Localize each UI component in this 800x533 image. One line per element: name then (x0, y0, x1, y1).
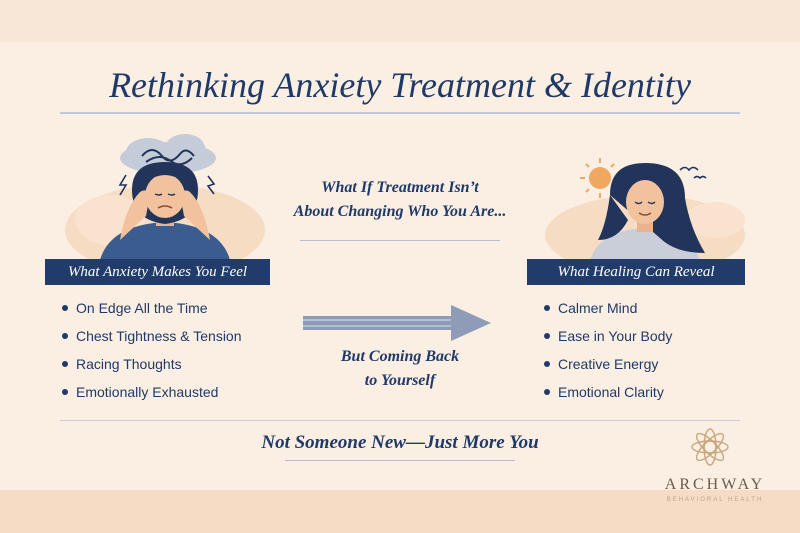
list-item: Racing Thoughts (62, 350, 242, 378)
tagline: Not Someone New—Just More You (261, 432, 539, 453)
page-title: Rethinking Anxiety Treatment & Identity (109, 65, 691, 105)
anxious-person-illustration (65, 134, 265, 260)
list-item: Chest Tightness & Tension (62, 322, 242, 350)
healing-reveals-list: Calmer Mind Ease in Your Body Creative E… (544, 294, 672, 406)
bullet-icon (62, 389, 68, 396)
list-item: Emotional Clarity (544, 378, 672, 406)
right-banner: What Healing Can Reveal (527, 259, 745, 285)
storm-cloud-icon (118, 134, 216, 196)
calm-person-illustration (545, 158, 745, 260)
bullet-icon (62, 361, 68, 368)
birds-icon (679, 166, 707, 180)
bullet-icon (544, 305, 550, 312)
bullet-icon (62, 333, 68, 340)
bottom-divider (60, 420, 740, 421)
title-divider (60, 112, 740, 114)
list-item: Creative Energy (544, 350, 672, 378)
archway-flower-logo (691, 428, 729, 466)
list-item: Emotionally Exhausted (62, 378, 242, 406)
bullet-icon (544, 361, 550, 368)
center-question: What If Treatment Isn’t About Changing W… (293, 179, 507, 220)
list-item: Ease in Your Body (544, 322, 672, 350)
bullet-icon (544, 333, 550, 340)
list-item: Calmer Mind (544, 294, 672, 322)
bottom-band (0, 490, 800, 533)
brand-subtitle: BEHAVIORAL HEALTH (666, 497, 764, 503)
sun-icon (580, 158, 620, 198)
top-band (0, 0, 800, 42)
center-divider (300, 240, 500, 241)
list-item: On Edge All the Time (62, 294, 242, 322)
bullet-icon (62, 305, 68, 312)
arrow-right-icon (303, 305, 491, 341)
center-answer: But Coming Back to Yourself (340, 348, 460, 389)
tagline-underline (285, 460, 515, 461)
brand-name: ARCHWAY (664, 476, 766, 493)
bullet-icon (544, 389, 550, 396)
left-banner: What Anxiety Makes You Feel (45, 259, 270, 285)
anxiety-feelings-list: On Edge All the Time Chest Tightness & T… (62, 294, 242, 406)
